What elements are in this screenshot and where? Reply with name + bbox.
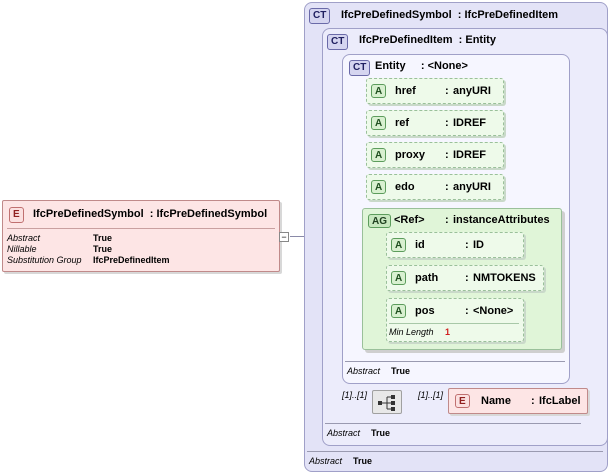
inner-footer-value: True [391, 366, 411, 376]
attribute-name: pos [415, 305, 435, 317]
element-name[interactable]: E Name : IfcLabel [448, 388, 588, 414]
complex-type-icon: CT [309, 8, 331, 24]
mid-footer-value: True [371, 428, 391, 438]
attribute-group-icon: AG [368, 214, 391, 228]
prop-value: True [93, 233, 113, 243]
mid-type-base: Entity [465, 34, 496, 46]
attribute-type: IDREF [453, 149, 486, 161]
complex-type-icon: CT [327, 34, 349, 50]
element-type-label: IfcLabel [539, 395, 581, 407]
attribute-type: anyURI [453, 85, 491, 97]
prop-value: IfcPreDefinedItem [93, 255, 170, 265]
prop-value: True [93, 244, 113, 254]
facet-label: Min Length [389, 327, 434, 337]
inner-footer-separator [345, 361, 565, 362]
attribute-type: <None> [473, 305, 514, 317]
mid-footer-label: Abstract [327, 428, 361, 438]
attribute-pos[interactable]: A pos : <None> Min Length 1 [386, 298, 524, 342]
attribute-name: id [415, 239, 425, 251]
outer-type-name: IfcPreDefinedSymbol [341, 9, 452, 21]
complex-type-icon: CT [349, 60, 371, 76]
outer-footer-label: Abstract [309, 456, 343, 466]
attribute-name: edo [395, 181, 415, 193]
prop-label: Abstract [7, 233, 41, 243]
attribute-icon: A [371, 148, 387, 162]
mid-footer-separator [325, 423, 581, 424]
attribute-edo[interactable]: A edo : anyURI [366, 174, 504, 200]
attribute-group-type: instanceAttributes [453, 214, 550, 226]
mid-type-name: IfcPreDefinedItem [359, 34, 453, 46]
outer-footer-value: True [353, 456, 373, 466]
separator: : [146, 208, 157, 220]
root-element-type: IfcPreDefinedSymbol [156, 208, 268, 220]
root-separator [7, 228, 275, 229]
attribute-icon: A [371, 180, 387, 194]
inner-footer-label: Abstract [347, 366, 381, 376]
sequence-left-cardinality: [1]..[1] [342, 390, 368, 400]
attribute-proxy[interactable]: A proxy : IDREF [366, 142, 504, 168]
prop-label: Substitution Group [7, 255, 82, 265]
attribute-icon: A [391, 271, 407, 285]
attribute-group-name: <Ref> [394, 214, 425, 226]
attribute-name: path [415, 272, 439, 284]
attribute-name: href [395, 85, 416, 97]
attribute-icon: A [371, 116, 387, 130]
attribute-href[interactable]: A href : anyURI [366, 78, 504, 104]
facet-value: 1 [445, 327, 451, 337]
sequence-right-cardinality: [1]..[1] [418, 390, 444, 400]
sequence-icon [378, 395, 395, 411]
element-icon: E [9, 207, 24, 223]
attribute-name: proxy [395, 149, 425, 161]
attribute-icon: A [391, 304, 407, 318]
prop-label: Nillable [7, 244, 37, 254]
attribute-name: ref [395, 117, 410, 129]
attribute-id[interactable]: A id : ID [386, 232, 524, 258]
root-element-name: IfcPreDefinedSymbol [33, 208, 144, 220]
inner-type-base: <None> [427, 60, 468, 72]
attribute-icon: A [371, 84, 387, 98]
attribute-type: NMTOKENS [473, 272, 536, 284]
root-element-box[interactable]: E IfcPreDefinedSymbol : IfcPreDefinedSym… [2, 200, 280, 272]
attribute-type: IDREF [453, 117, 486, 129]
outer-footer-separator [307, 451, 603, 452]
sequence-compositor[interactable] [372, 390, 402, 414]
attribute-ref[interactable]: A ref : IDREF [366, 110, 504, 136]
element-name-label: Name [481, 395, 511, 407]
pos-separator [389, 323, 519, 324]
attribute-path[interactable]: A path : NMTOKENS [386, 265, 544, 291]
attribute-type: ID [473, 239, 484, 251]
outer-type-base: IfcPreDefinedItem [464, 9, 559, 21]
attribute-type: anyURI [453, 181, 491, 193]
inner-type-name: Entity [375, 60, 406, 72]
collapse-toggle[interactable]: − [279, 232, 289, 242]
attribute-icon: A [391, 238, 407, 252]
element-icon: E [455, 394, 470, 408]
